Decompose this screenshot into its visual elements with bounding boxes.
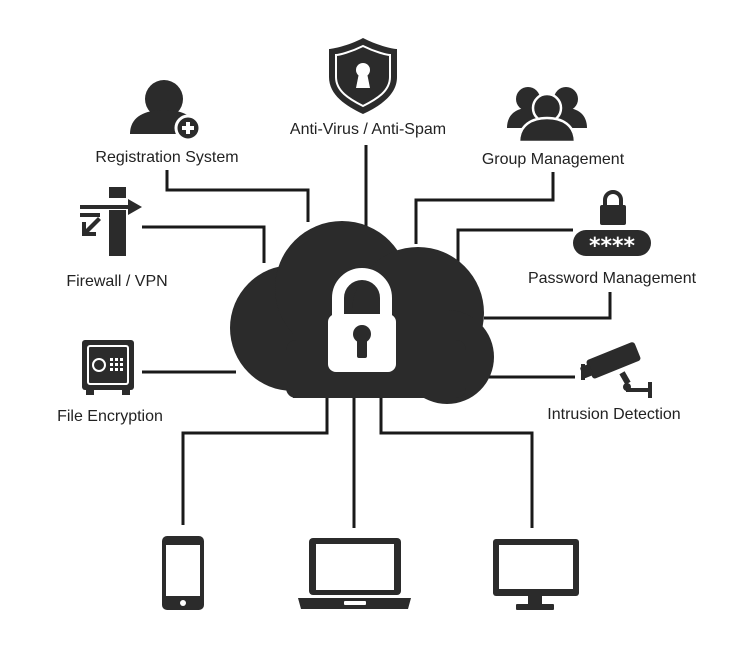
line-monitor — [379, 398, 534, 528]
group-users-icon — [507, 87, 587, 144]
line-group — [414, 172, 555, 244]
line-firewall — [142, 225, 266, 263]
padlock-password-icon: **** — [573, 190, 651, 259]
password-mask: **** — [589, 234, 636, 259]
cloud-padlock — [328, 268, 396, 372]
add-user-icon — [130, 80, 202, 142]
label-intrusion: Intrusion Detection — [547, 406, 680, 423]
smartphone-icon — [162, 536, 204, 610]
label-file-encryption: File Encryption — [57, 408, 163, 425]
monitor-icon — [493, 539, 579, 610]
security-camera-icon — [580, 342, 652, 398]
firewall-icon — [80, 187, 142, 256]
safe-icon — [82, 340, 134, 395]
connector-lines — [142, 145, 612, 528]
line-registration — [165, 170, 310, 222]
label-registration: Registration System — [95, 149, 238, 166]
shield-keyhole-icon — [329, 38, 397, 114]
label-group: Group Management — [482, 151, 625, 168]
line-phone — [181, 398, 329, 525]
label-antivirus: Anti-Virus / Anti-Spam — [290, 121, 446, 138]
laptop-icon — [298, 538, 411, 609]
cloud-lock-icon — [230, 221, 494, 404]
label-firewall: Firewall / VPN — [66, 273, 167, 290]
line-password-lower — [484, 292, 612, 320]
label-password: Password Management — [528, 270, 697, 287]
